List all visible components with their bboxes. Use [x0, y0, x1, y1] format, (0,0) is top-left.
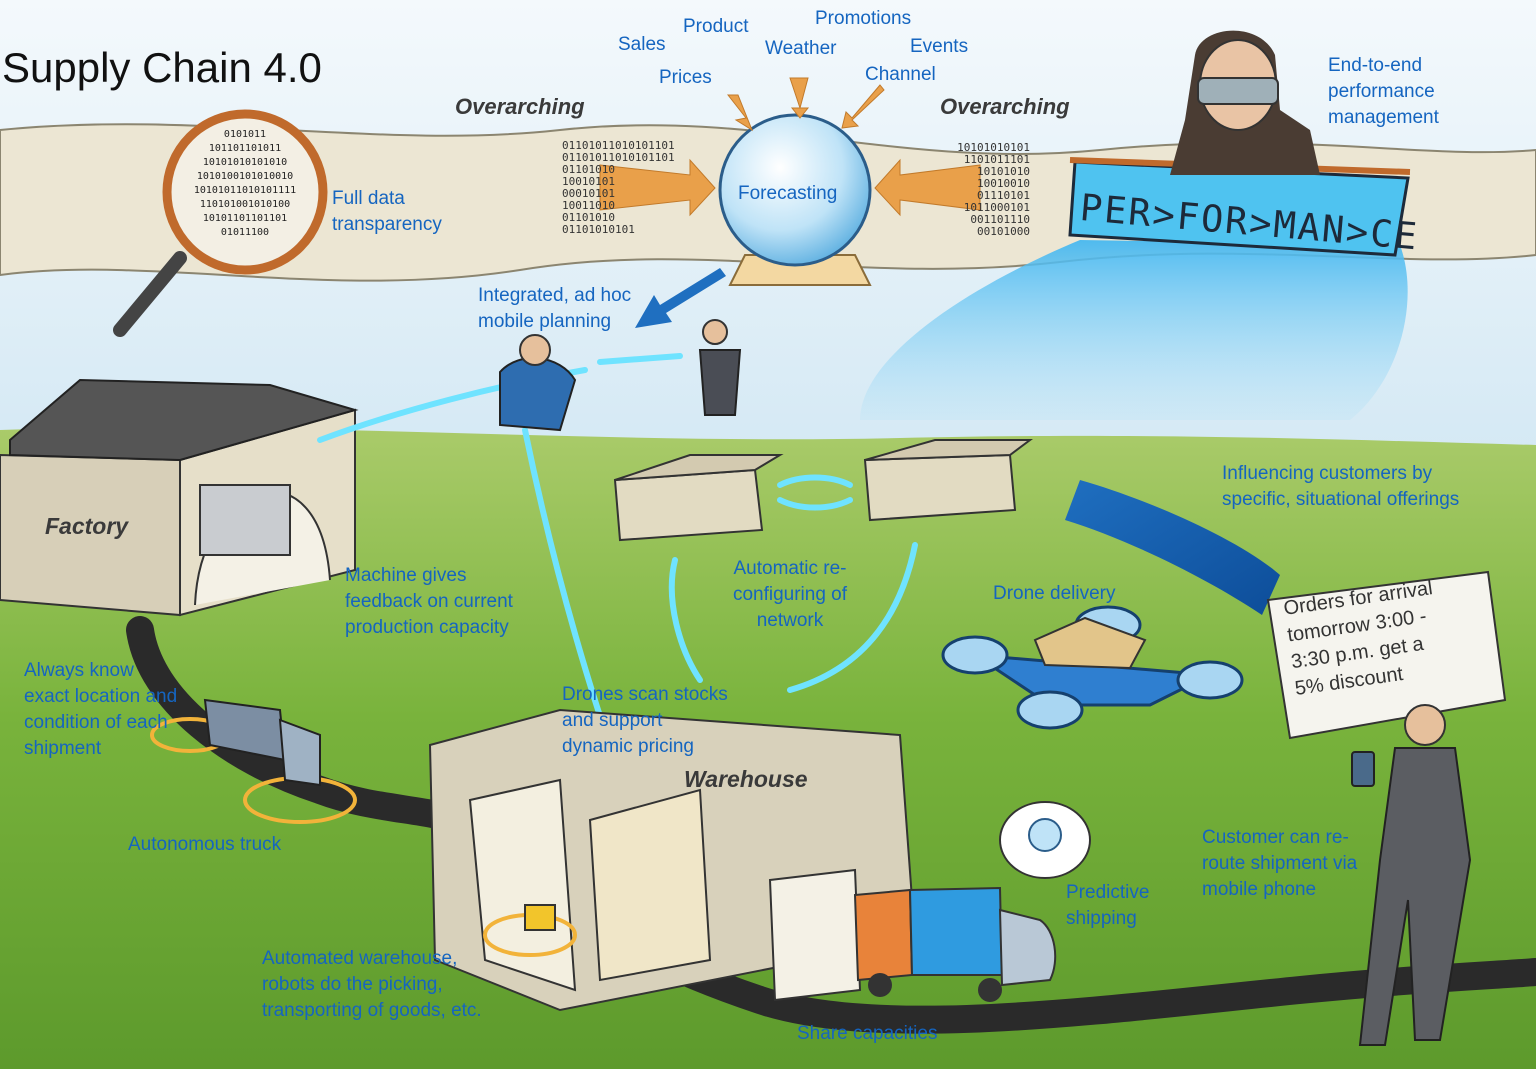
forklift-icon	[524, 904, 556, 931]
binary-line: 00101000	[977, 225, 1030, 238]
label-drone-delivery: Drone delivery	[993, 583, 1116, 604]
label-autonomous-truck: Autonomous truck	[128, 834, 282, 855]
label-automated-warehouse: Automated warehouse, robots do the picki…	[262, 948, 482, 1021]
binary-line: 01101011010101101	[562, 139, 675, 152]
offer-sign	[1266, 570, 1507, 740]
label-weather: Weather	[765, 38, 837, 59]
label-integrated: Integrated, ad hoc mobile planning	[478, 285, 632, 332]
binary-line: 10011010	[562, 199, 615, 212]
binary-line: 01101011010101101	[562, 151, 675, 164]
left-stream-binary: 01101011010101101 01101011010101101 0110…	[562, 140, 675, 236]
label-machine-feedback: Machine gives feedback on current produc…	[345, 565, 513, 638]
label-warehouse: Warehouse	[684, 766, 808, 792]
delivery-truck	[853, 886, 1057, 1002]
truck-icon	[150, 698, 357, 824]
label-overarching-right: Overarching	[940, 94, 1070, 119]
offer-arm	[1065, 480, 1280, 615]
shed-left	[613, 454, 784, 542]
warehouse-building	[428, 708, 917, 1012]
binary-line: 1011000101	[963, 201, 1030, 214]
performance-beam	[860, 240, 1408, 420]
label-influencing: Influencing customers by specific, situa…	[1222, 463, 1460, 510]
label-predictive-shipping: Predictive shipping	[1066, 882, 1150, 929]
binary-line: 10101101101101	[202, 213, 288, 224]
label-customer-reroute: Customer can re- route shipment via mobi…	[1202, 827, 1358, 900]
factory-building	[0, 378, 359, 617]
binary-line: 10101011010101111	[193, 185, 297, 196]
label-full-data: Full data transparency	[332, 188, 442, 235]
binary-line: 001101110	[970, 213, 1030, 226]
customer-figure	[1358, 704, 1472, 1046]
binary-line: 10101010101010	[202, 157, 288, 168]
smartphone-icon	[1351, 751, 1375, 787]
binary-line: 0101011	[223, 129, 267, 140]
label-channel: Channel	[865, 64, 936, 85]
binary-line: 10101010101	[957, 141, 1030, 154]
binary-line: 01110101	[977, 189, 1030, 202]
manager-figure	[1170, 30, 1320, 175]
right-stream-binary: 10101010101 1101011101 10101010 10010010…	[900, 142, 1030, 238]
binary-line: 00010101	[562, 187, 615, 200]
label-drones-scan: Drones scan stocks and support dynamic p…	[562, 684, 728, 757]
planning-arrow	[635, 268, 726, 328]
binary-line: 1101011101	[963, 153, 1030, 166]
binary-line: 1010100101010010	[196, 171, 294, 182]
binary-line: 10010010	[977, 177, 1030, 190]
shed-right	[863, 439, 1033, 522]
planner-figures	[499, 319, 742, 432]
label-promotions: Promotions	[815, 8, 912, 29]
label-end-to-end: End-to-end performance management	[1328, 55, 1439, 128]
binary-line: 01101010	[562, 211, 615, 224]
binary-line: 10010101	[562, 175, 615, 188]
label-product: Product	[683, 16, 749, 37]
page-title: Supply Chain 4.0	[2, 44, 322, 91]
binary-line: 10101010	[977, 165, 1030, 178]
label-events: Events	[910, 36, 969, 57]
binary-line: 01101010101	[562, 223, 635, 236]
label-factory: Factory	[45, 513, 129, 539]
label-sales: Sales	[618, 34, 666, 55]
lens-binary: 0101011 101101101011 10101010101010 1010…	[175, 128, 315, 240]
label-forecasting: Forecasting	[738, 183, 838, 204]
label-prices: Prices	[659, 67, 712, 88]
label-share-capacities: Share capacities	[797, 1023, 938, 1044]
drone-icon	[941, 605, 1244, 730]
binary-line: 110101001010100	[199, 199, 291, 210]
magnifier-icon	[113, 109, 328, 337]
label-overarching-left: Overarching	[455, 94, 585, 119]
lightbulb-icon	[999, 801, 1091, 879]
crystal-ball-icon	[718, 113, 872, 286]
binary-line: 101101101011	[208, 143, 282, 154]
binary-line: 01011100	[220, 227, 270, 238]
binary-line: 01101010	[562, 163, 615, 176]
input-arrows	[599, 77, 981, 217]
label-auto-reconfig: Automatic re- configuring of network	[732, 558, 848, 631]
label-always-know: Always know exact location and condition…	[24, 660, 178, 759]
